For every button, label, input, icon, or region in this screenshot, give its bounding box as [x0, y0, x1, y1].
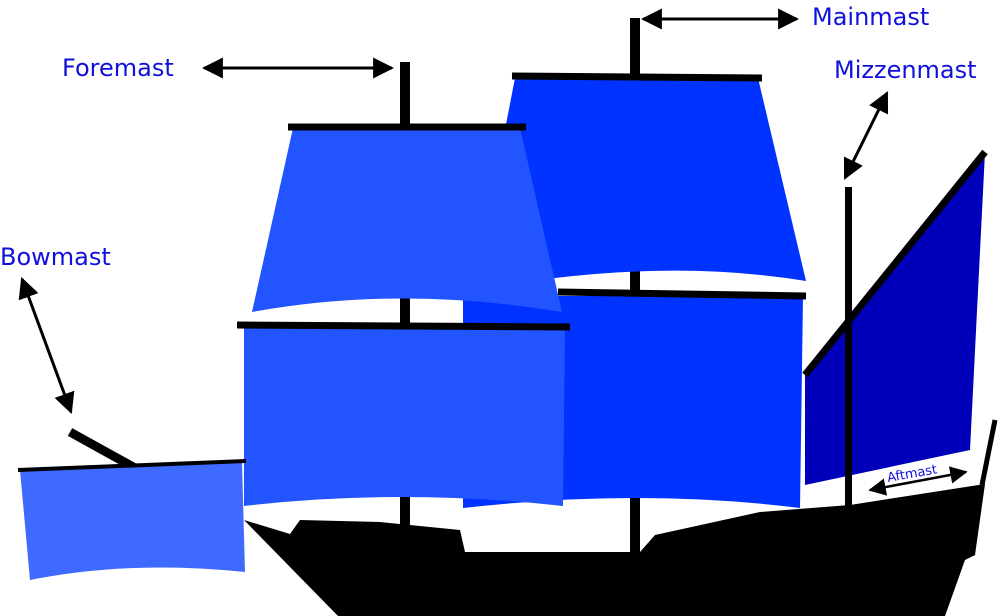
mainmast-pole	[630, 18, 640, 558]
mizzenmast-arrow	[843, 91, 889, 180]
main-course-yard	[557, 288, 807, 300]
mizzen-sail	[805, 152, 985, 485]
bowmast-arrow	[18, 277, 75, 414]
bowmast-label: Bowmast	[0, 243, 111, 271]
mainmast-label: Mainmast	[812, 3, 929, 31]
main-top-yard	[511, 72, 763, 82]
hull	[244, 484, 985, 616]
bow-yard	[17, 459, 247, 472]
bow-sail	[20, 462, 245, 580]
fore-topsail	[252, 128, 562, 312]
foremast-label: Foremast	[62, 54, 174, 82]
aftmast-pole	[979, 419, 998, 486]
mizzenmast-pole	[845, 187, 852, 512]
fore-course	[244, 328, 565, 506]
fore-course-yard	[236, 321, 571, 331]
mizzen-yard	[802, 149, 988, 378]
main-topsail	[472, 78, 806, 300]
mizzenmast-label: Mizzenmast	[834, 56, 977, 84]
bowsprit	[67, 428, 138, 472]
aftmast-arrow	[868, 466, 968, 496]
